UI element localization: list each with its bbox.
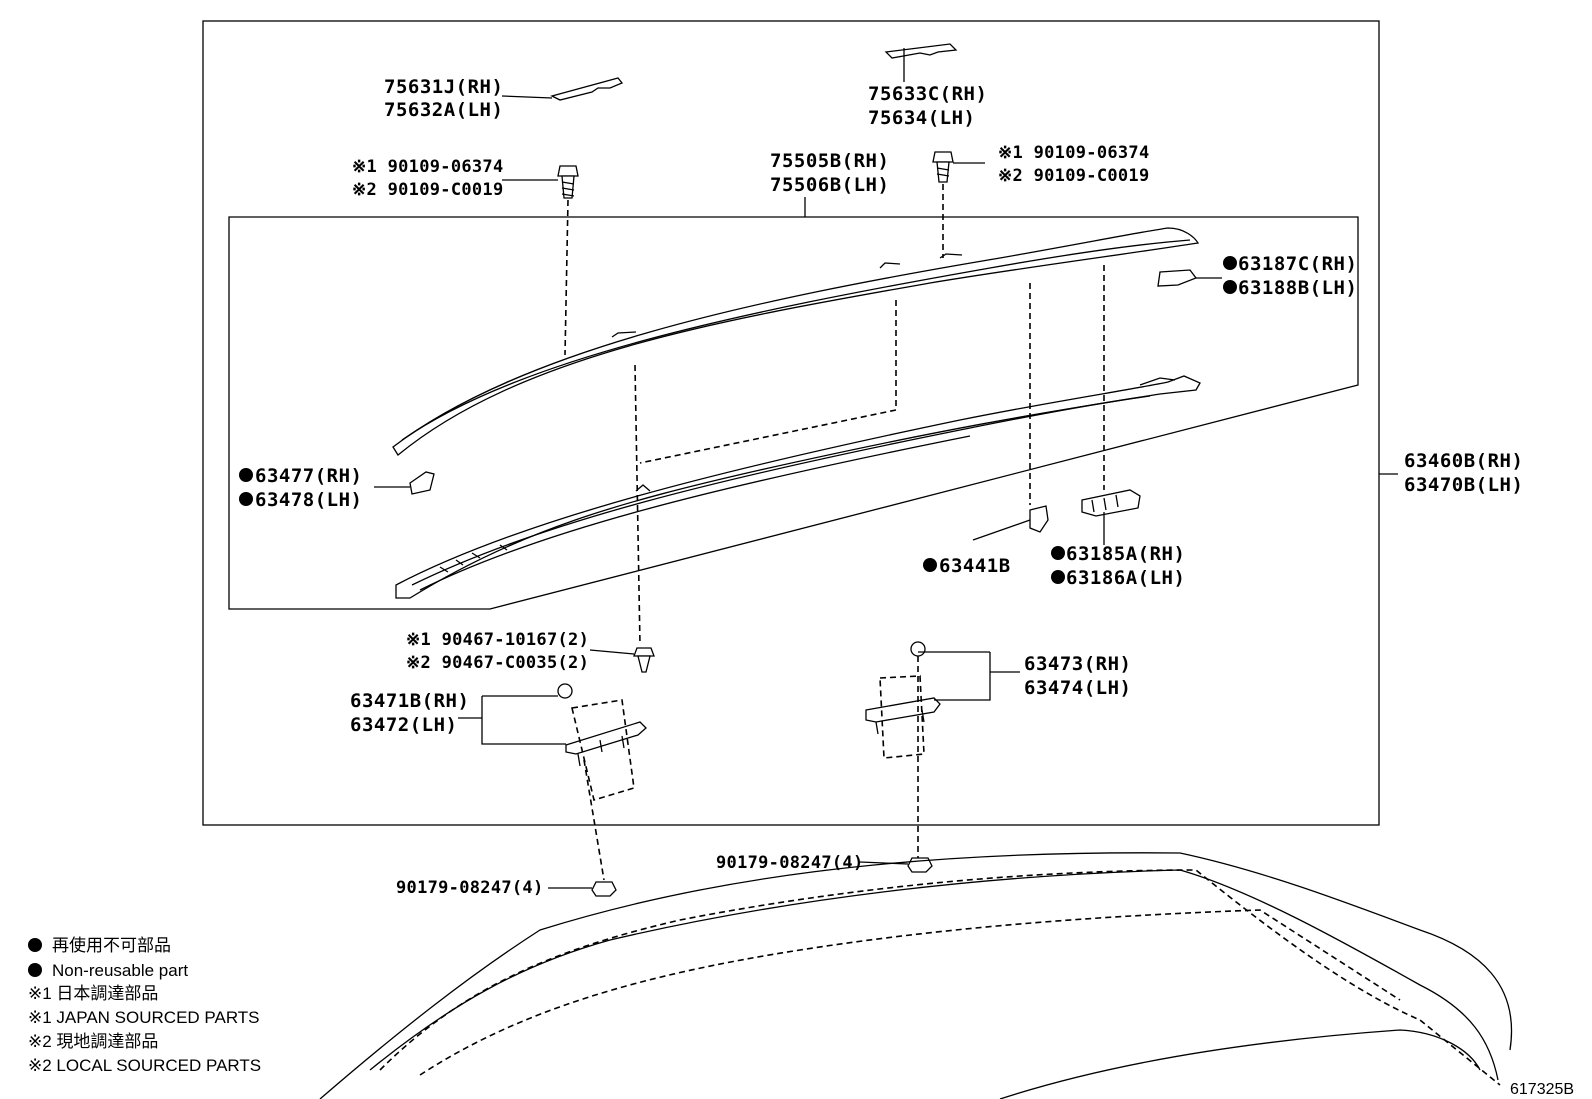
label-63471b: 63471B(RH) [350, 690, 469, 712]
dashed-connections [564, 184, 1105, 881]
non-reusable-dot-63478 [239, 492, 253, 506]
leader-lines [374, 48, 1398, 889]
label-75506b: 75506B(LH) [770, 174, 889, 196]
label-75634: 75634(LH) [868, 107, 975, 129]
label-75632a: 75632A(LH) [384, 99, 503, 121]
bracket-63471b [557, 683, 647, 767]
trim-piece-75633c [884, 43, 958, 59]
legend-line-3: ※1 日本調達部品 [28, 984, 158, 1003]
label-bolt-right-1: ※1 90109-06374 [998, 143, 1150, 163]
legend-line-5: ※2 現地調達部品 [28, 1032, 158, 1051]
non-reusable-dot-63477 [239, 468, 253, 482]
vehicle-roof-outline [319, 852, 1513, 1099]
illustration-id: 617325B [1510, 1081, 1574, 1098]
label-63185a: 63185A(RH) [1066, 543, 1185, 565]
bracket-63441b [1029, 505, 1049, 533]
label-63188b: 63188B(LH) [1238, 277, 1357, 299]
label-bolt-left-2: ※2 90109-C0019 [352, 180, 504, 200]
roof-rail-base [395, 375, 1201, 599]
bracket-63473 [865, 641, 941, 735]
legend-line-2: Non-reusable part [52, 961, 188, 980]
non-reusable-dot-63441b [923, 558, 937, 572]
end-cap-63477 [409, 471, 435, 495]
label-63474: 63474(LH) [1024, 677, 1131, 699]
nut-left [591, 881, 617, 897]
label-nut-right: 90179-08247(4) [716, 853, 864, 873]
non-reusable-dot-63187c [1223, 256, 1237, 270]
label-75631j: 75631J(RH) [384, 76, 503, 98]
non-reusable-dot-63186a [1051, 570, 1065, 584]
label-clip-2: ※2 90467-C0035(2) [406, 653, 589, 673]
legend-dot-1 [28, 938, 42, 952]
end-cap-63187c [1157, 269, 1198, 287]
bolt-right [932, 151, 954, 183]
non-reusable-dot-63188b [1223, 280, 1237, 294]
legend-line-6: ※2 LOCAL SOURCED PARTS [28, 1056, 261, 1075]
non-reusable-dot-63185a [1051, 546, 1065, 560]
label-63186a: 63186A(LH) [1066, 567, 1185, 589]
label-63470b: 63470B(LH) [1404, 474, 1523, 496]
label-clip-1: ※1 90467-10167(2) [406, 630, 589, 650]
outer-frame [202, 20, 1380, 826]
bolt-left [557, 165, 579, 199]
label-63472: 63472(LH) [350, 714, 457, 736]
label-75633c: 75633C(RH) [868, 83, 987, 105]
label-nut-left: 90179-08247(4) [396, 878, 544, 898]
label-63477: 63477(RH) [255, 465, 362, 487]
bracket-63185a [1081, 489, 1141, 517]
legend-line-4: ※1 JAPAN SOURCED PARTS [28, 1008, 260, 1027]
trim-piece-75631j [550, 77, 624, 101]
clip-90467 [633, 647, 655, 673]
label-bolt-right-2: ※2 90109-C0019 [998, 166, 1150, 186]
label-63441b: 63441B [939, 555, 1011, 577]
label-63460b: 63460B(RH) [1404, 450, 1523, 472]
legend-line-1: 再使用不可部品 [52, 935, 171, 955]
label-63187c: 63187C(RH) [1238, 253, 1357, 275]
inner-assembly-frame [228, 216, 1359, 610]
label-63478: 63478(LH) [255, 489, 362, 511]
label-75505b: 75505B(RH) [770, 150, 889, 172]
label-bolt-left-1: ※1 90109-06374 [352, 157, 504, 177]
label-63473: 63473(RH) [1024, 653, 1131, 675]
roof-rail-cover [392, 227, 1200, 456]
legend-dot-2 [28, 963, 42, 977]
